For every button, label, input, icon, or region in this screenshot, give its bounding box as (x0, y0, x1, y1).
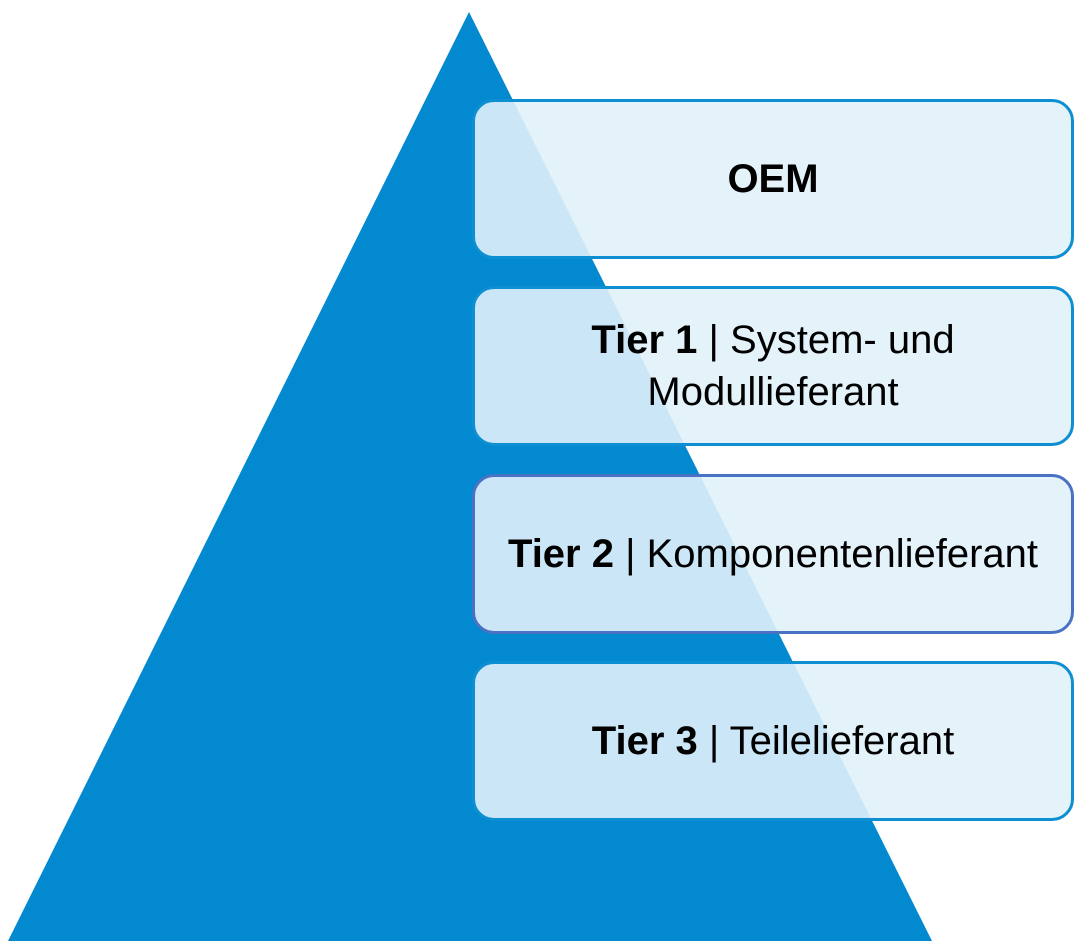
tier-separator-tier-3: | (697, 719, 730, 763)
tier-description-tier-3: Teilelieferant (729, 719, 955, 763)
tier-text-tier-1: Tier 1 | System- und Modullieferant (503, 314, 1043, 418)
tier-box-tier-1: Tier 1 | System- und Modullieferant (472, 286, 1074, 446)
tier-text-oem: OEM (727, 153, 818, 205)
tier-label-tier-2: Tier 2 (507, 532, 614, 576)
tier-separator-tier-2: | (613, 532, 647, 576)
tier-separator-tier-1: | (697, 318, 731, 362)
tier-label-tier-1: Tier 1 (591, 318, 698, 362)
tier-description-tier-1: System- und Modullieferant (647, 318, 955, 414)
tier-box-tier-3: Tier 3 | Teilelieferant (472, 661, 1074, 821)
tier-text-tier-3: Tier 3 | Teilelieferant (592, 715, 954, 767)
tier-label-oem: OEM (727, 157, 819, 201)
tier-box-tier-2: Tier 2 | Komponentenlieferant (472, 474, 1074, 634)
tier-description-tier-2: Komponentenlieferant (646, 532, 1038, 576)
tier-text-tier-2: Tier 2 | Komponentenlieferant (508, 528, 1038, 580)
tier-label-tier-3: Tier 3 (591, 719, 698, 763)
tier-box-oem: OEM (472, 99, 1074, 259)
